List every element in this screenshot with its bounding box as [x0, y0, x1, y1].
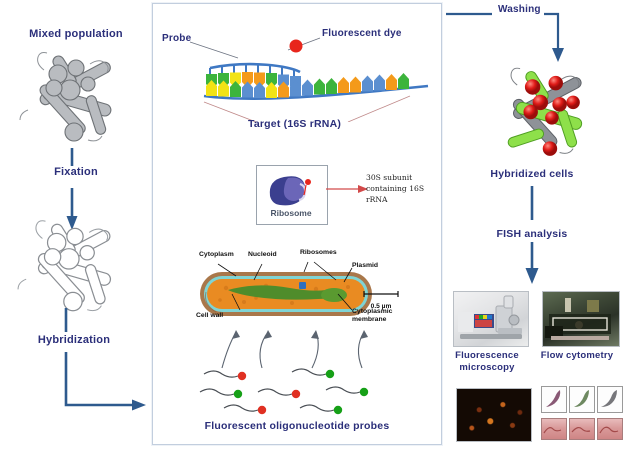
arrow-fixation — [66, 148, 78, 230]
ribosome-illustration — [269, 176, 311, 206]
cell-label-cytoplasm: Cytoplasm — [199, 251, 234, 258]
cell-label-ribosomes: Ribosomes — [300, 249, 337, 256]
cytometry-scatter-plot — [569, 386, 595, 413]
cytometry-gel-image — [597, 418, 623, 440]
fixation-label: Fixation — [54, 166, 98, 178]
hybridized-cells-label: Hybridized cells — [490, 168, 574, 180]
cell-label-cytoplasmic-membrane: Cytoplasmic membrane — [352, 308, 393, 324]
fluorescent-dye-dot — [289, 39, 303, 53]
flow-cytometer-shapes — [545, 298, 611, 340]
ribosome-label: Ribosome — [270, 208, 312, 218]
probe-target-duplex-illustration — [189, 37, 429, 122]
cell-label-leaders — [217, 261, 353, 311]
cell-label-nucleoid: Nucleoid — [248, 251, 277, 258]
flow-cytometer-photo — [542, 291, 620, 347]
mixed-population-label: Mixed population — [29, 28, 123, 40]
fluorescent-probes-illustration — [199, 368, 369, 415]
cell-label-plasmid: Plasmid — [352, 262, 379, 269]
fluorescence-microscope-photo — [453, 291, 529, 347]
cytometry-scatter-plot — [541, 386, 567, 413]
probe-uptake-arrows — [221, 330, 368, 369]
subunit-arrow — [326, 185, 368, 193]
target-label: Target (16S rRNA) — [248, 118, 342, 130]
probe-label: Probe — [162, 33, 192, 44]
arrow-fish-analysis — [525, 186, 539, 284]
fluorescence-micrograph — [456, 388, 532, 442]
cell-label-cell-wall: Cell wall — [196, 312, 224, 319]
cytometry-gel-image — [569, 418, 595, 440]
subunit-callout-text: 30S subunit containing 16S rRNA — [366, 173, 425, 204]
bacterial-cell-illustration — [200, 272, 372, 316]
cytometry-gel-image — [541, 418, 567, 440]
cytometry-plots-grid — [541, 386, 623, 442]
hybridization-label: Hybridization — [37, 334, 111, 346]
scale-bar-text: 0.5 µm — [370, 303, 392, 310]
cytometry-scatter-plot — [597, 386, 623, 413]
mixed-population-illustration — [19, 52, 112, 142]
hybridized-cells-illustration — [507, 67, 583, 156]
fixed-cells-illustration — [17, 220, 112, 312]
fluorescent-dye-label: Fluorescent dye — [322, 28, 402, 39]
fish-analysis-label: FISH analysis — [496, 228, 568, 240]
scale-bar-line — [363, 291, 399, 297]
arrow-washing — [446, 12, 564, 62]
washing-label: Washing — [498, 4, 541, 15]
flow-cytometry-label: Flow cytometry — [540, 350, 614, 361]
nucleotides-bottom — [206, 73, 409, 98]
fluorescent-probes-caption: Fluorescent oligonucleotide probes — [204, 420, 390, 432]
arrow-hybridization — [64, 308, 146, 411]
fluorescence-microscopy-label: Fluorescence microscopy — [455, 350, 519, 373]
scale-bar: 0.5 µm — [358, 285, 404, 310]
microscope-shapes — [458, 295, 522, 339]
left-column: Mixed population Fixation — [0, 0, 152, 450]
